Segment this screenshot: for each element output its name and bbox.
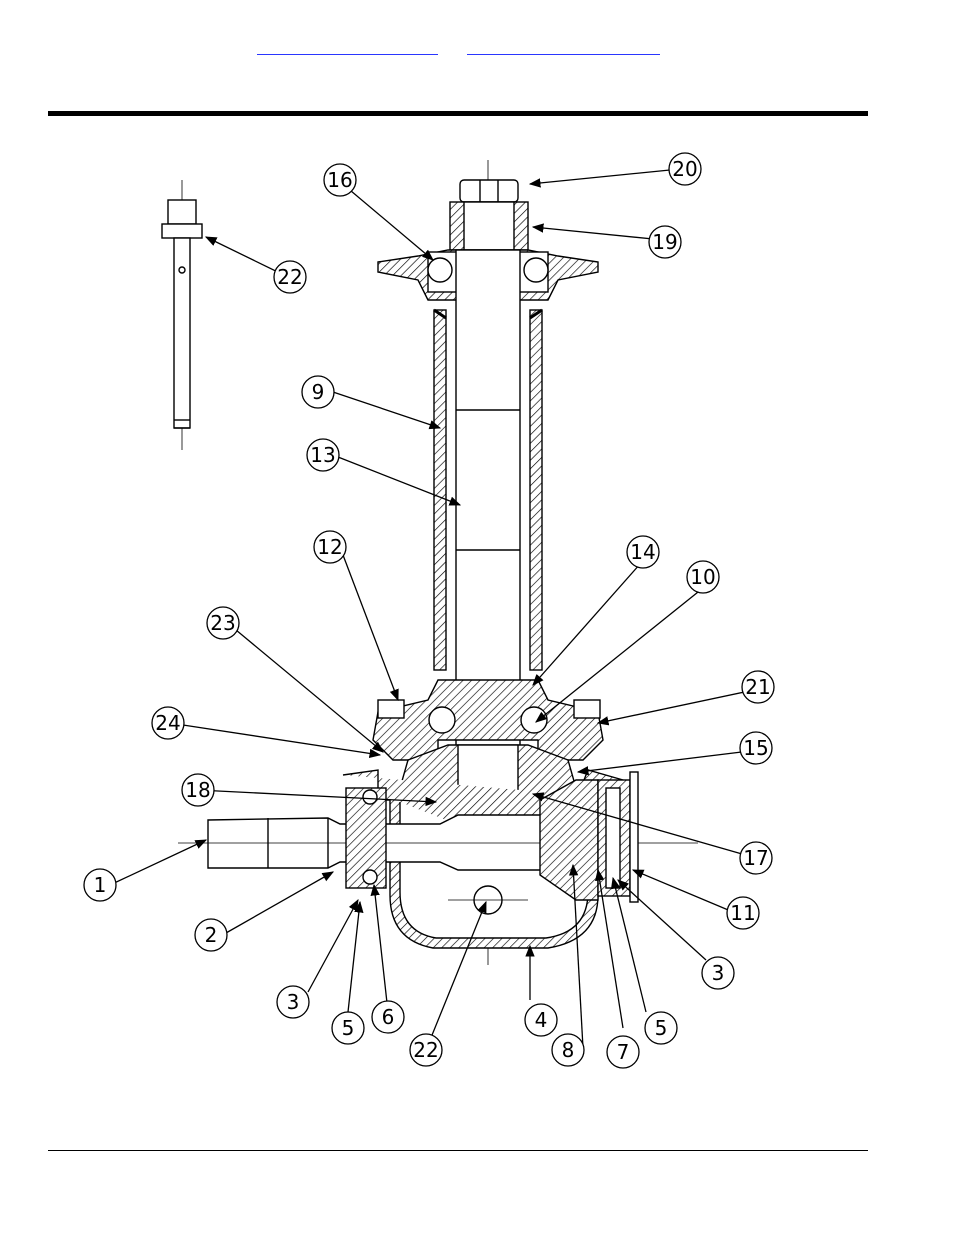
callout-label: 17 — [743, 846, 768, 870]
callout-22: 22 — [409, 1033, 443, 1067]
callout-8: 8 — [551, 1033, 585, 1067]
callout-6: 6 — [371, 1000, 405, 1034]
callout-label: 1 — [94, 873, 107, 897]
callout-label: 7 — [617, 1040, 630, 1064]
callout-11: 11 — [726, 896, 760, 930]
callout-label: 9 — [312, 380, 325, 404]
callout-label: 4 — [535, 1008, 548, 1032]
callout-12: 12 — [313, 530, 347, 564]
callout-3: 3 — [276, 985, 310, 1019]
callout-2: 2 — [194, 918, 228, 952]
callout-label: 5 — [342, 1016, 355, 1040]
callout-5: 5 — [644, 1011, 678, 1045]
callout-21: 21 — [741, 670, 775, 704]
callout-label: 12 — [317, 535, 342, 559]
callout-label: 21 — [745, 675, 770, 699]
callout-label: 3 — [287, 990, 300, 1014]
callout-label: 13 — [310, 443, 335, 467]
callout-label: 10 — [690, 565, 715, 589]
callout-5: 5 — [331, 1011, 365, 1045]
callout-22: 22 — [273, 260, 307, 294]
callout-1: 1 — [83, 868, 117, 902]
callout-7: 7 — [606, 1035, 640, 1069]
callout-3: 3 — [701, 956, 735, 990]
header-link-1[interactable] — [257, 40, 438, 55]
callout-label: 22 — [277, 265, 302, 289]
callout-24: 24 — [151, 706, 185, 740]
header-link-2[interactable] — [467, 40, 660, 55]
callout-label: 20 — [672, 157, 697, 181]
header-rule — [48, 111, 868, 116]
callout-label: 8 — [562, 1038, 575, 1062]
callout-label: 15 — [743, 736, 768, 760]
callout-label: 6 — [382, 1005, 395, 1029]
callout-label: 22 — [413, 1038, 438, 1062]
callout-14: 14 — [626, 535, 660, 569]
footer-rule — [48, 1150, 868, 1151]
callout-label: 23 — [210, 611, 235, 635]
callout-20: 20 — [668, 152, 702, 186]
callout-10: 10 — [686, 560, 720, 594]
callout-18: 18 — [181, 773, 215, 807]
callout-label: 19 — [652, 230, 677, 254]
callout-label: 14 — [630, 540, 655, 564]
callout-16: 16 — [323, 163, 357, 197]
callout-13: 13 — [306, 438, 340, 472]
callout-15: 15 — [739, 731, 773, 765]
callout-label: 11 — [730, 901, 755, 925]
callout-17: 17 — [739, 841, 773, 875]
callout-4: 4 — [524, 1003, 558, 1037]
callout-label: 16 — [327, 168, 352, 192]
callout-label: 18 — [185, 778, 210, 802]
callout-9: 9 — [301, 375, 335, 409]
callout-label: 5 — [655, 1016, 668, 1040]
callout-label: 24 — [155, 711, 180, 735]
callout-label: 3 — [712, 961, 725, 985]
callout-19: 19 — [648, 225, 682, 259]
callout-23: 23 — [206, 606, 240, 640]
callout-label: 2 — [205, 923, 218, 947]
